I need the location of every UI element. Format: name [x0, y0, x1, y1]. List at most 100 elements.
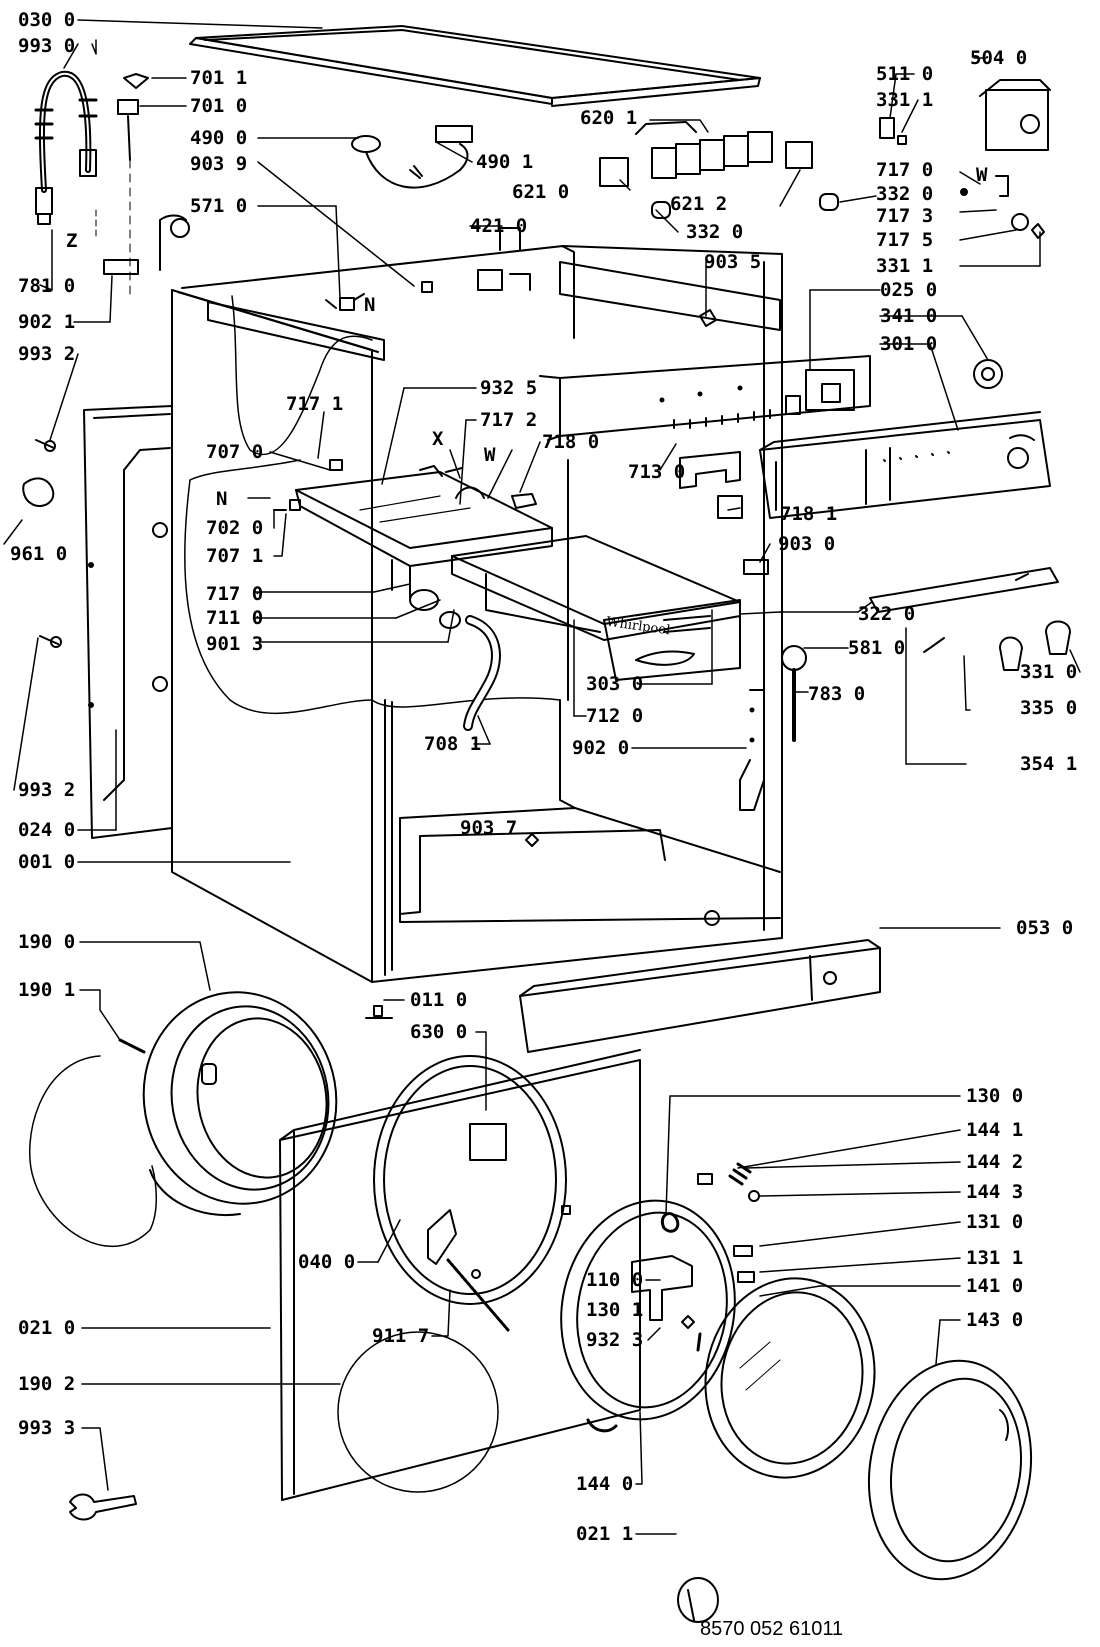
marker-label: X	[432, 428, 444, 450]
part-label: 701 0	[190, 95, 248, 117]
part-label: 903 0	[778, 533, 836, 555]
part-label: 717 0	[206, 583, 264, 605]
part-label: 571 0	[190, 195, 248, 217]
part-label: 781 0	[18, 275, 76, 297]
part-label: 024 0	[18, 819, 76, 841]
part-label: 144 2	[966, 1151, 1024, 1173]
part-label: 581 0	[848, 637, 906, 659]
front-panel-part	[279, 1049, 641, 1501]
part-label: 332 0	[686, 221, 744, 243]
door-frame-part	[560, 1199, 736, 1433]
part-label: 490 1	[476, 151, 534, 173]
part-label: 717 5	[876, 229, 934, 251]
part-label: 144 0	[576, 1473, 634, 1495]
part-label: 335 0	[1020, 697, 1078, 719]
part-label: 130 1	[586, 1299, 644, 1321]
knobs-and-sensors	[511, 451, 1071, 742]
marker-label: N	[216, 488, 228, 510]
part-label: 144 3	[966, 1181, 1024, 1203]
part-label: 712 0	[586, 705, 644, 727]
part-label: 620 1	[580, 107, 638, 129]
part-label: 490 0	[190, 127, 248, 149]
part-label: 701 1	[190, 67, 248, 89]
part-label: 190 1	[18, 979, 76, 1001]
cabinet-part	[171, 245, 783, 983]
part-label: 621 0	[512, 181, 570, 203]
marker-label: W	[976, 164, 988, 186]
valve-part	[325, 281, 717, 327]
spanner-tool	[69, 1493, 137, 1521]
part-label: 144 1	[966, 1119, 1024, 1141]
level-sensor-parts	[329, 459, 463, 477]
part-label: 040 0	[298, 1251, 356, 1273]
hinge-parts	[697, 1162, 760, 1283]
part-label: 190 0	[18, 931, 76, 953]
part-label: 993 3	[18, 1417, 76, 1439]
part-label: 707 1	[206, 545, 264, 567]
plinth-part	[519, 939, 881, 1053]
part-label: 011 0	[410, 989, 468, 1011]
wiring-harness-part	[351, 125, 473, 189]
door-glass-part	[704, 1277, 876, 1479]
part-label: 053 0	[1016, 917, 1074, 939]
part-label: 001 0	[18, 851, 76, 873]
part-label: 331 0	[1020, 661, 1078, 683]
part-label: 504 0	[970, 47, 1028, 69]
part-label: 718 1	[780, 503, 838, 525]
rear-panel-part	[83, 405, 173, 839]
part-label: 707 0	[206, 441, 264, 463]
part-label: 961 0	[10, 543, 68, 565]
part-label: 303 0	[586, 673, 644, 695]
part-label: 341 0	[880, 305, 938, 327]
clamp-ring-part	[28, 1055, 158, 1248]
part-label: 511 0	[876, 63, 934, 85]
part-label: 718 0	[542, 431, 600, 453]
part-label: 702 0	[206, 517, 264, 539]
part-label: 903 7	[460, 817, 518, 839]
part-label: 621 2	[670, 193, 728, 215]
part-label: 717 2	[480, 409, 538, 431]
suppressor-part	[477, 227, 531, 291]
tap-and-clip-parts	[95, 73, 190, 301]
part-label: 331 1	[876, 255, 934, 277]
part-label: 130 0	[966, 1085, 1024, 1107]
document-code: 8570 052 61011	[700, 1618, 844, 1640]
marker-label: Z	[66, 230, 78, 252]
part-label: 993 2	[18, 779, 76, 801]
marker-label: W	[484, 444, 496, 466]
part-label: 301 0	[880, 333, 938, 355]
part-label: 354 1	[1020, 753, 1078, 775]
dispenser-hose-part	[409, 589, 501, 731]
part-label: 021 1	[576, 1523, 634, 1545]
part-label: 708 1	[424, 733, 482, 755]
part-label: 993 0	[18, 35, 76, 57]
part-label: 110 0	[586, 1269, 644, 1291]
part-label: 021 0	[18, 1317, 76, 1339]
screw-part	[22, 439, 539, 1019]
inlet-hose-part	[34, 70, 98, 225]
fascia-panel	[759, 359, 1051, 519]
part-label: 025 0	[880, 279, 938, 301]
part-label: 717 0	[876, 159, 934, 181]
part-label: 717 1	[286, 393, 344, 415]
part-label: 902 0	[572, 737, 630, 759]
leader-lines	[3, 19, 1081, 1535]
part-label: 932 3	[586, 1329, 644, 1351]
control-panel-frame	[539, 355, 871, 441]
part-label: 030 0	[18, 9, 76, 31]
key-switch-block	[599, 121, 839, 219]
door-outer-ring-part	[867, 1359, 1033, 1581]
part-label: 903 9	[190, 153, 248, 175]
rail-part	[739, 689, 765, 811]
door-cap-part	[677, 1577, 719, 1623]
part-label: 421 0	[470, 215, 528, 237]
part-label: 141 0	[966, 1275, 1024, 1297]
part-label: 322 0	[858, 603, 916, 625]
part-label: 717 3	[876, 205, 934, 227]
detergent-dispenser	[295, 471, 741, 681]
part-label: 711 0	[206, 607, 264, 629]
programmer-part	[879, 79, 1051, 239]
part-label: 131 1	[966, 1247, 1024, 1269]
top-lid-part	[189, 25, 761, 107]
